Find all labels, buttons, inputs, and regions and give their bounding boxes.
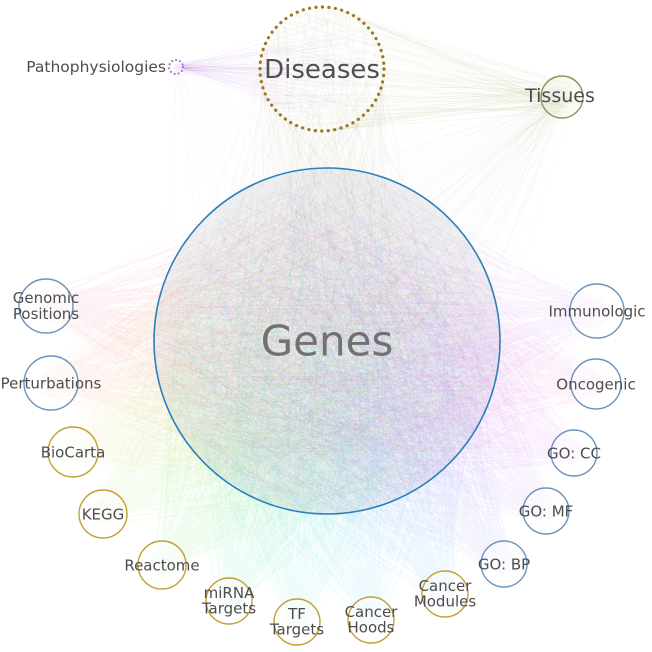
edge-bundle-cancer-hoods-genes xyxy=(161,174,483,633)
node-reactome[interactable] xyxy=(137,540,187,590)
node-diseases[interactable] xyxy=(258,5,386,133)
node-label-genes: Genes xyxy=(261,317,394,366)
edge-bundle-go-mf-genes xyxy=(157,172,559,524)
edge-bundle-diseases-tissues xyxy=(259,6,579,132)
node-label-diseases: Diseases xyxy=(264,55,380,85)
edge-bundle-go-bp-genes xyxy=(161,174,517,577)
edge-bundle-kegg-genes xyxy=(90,172,486,527)
node-label-immunologic: Immunologic xyxy=(548,302,645,320)
edge-bundle-mirna-targets-genes xyxy=(169,179,491,614)
node-label-reactome: Reactome xyxy=(124,556,199,574)
node-kegg[interactable] xyxy=(78,489,128,539)
node-label-perturbations: Perturbations xyxy=(1,374,102,392)
node-mirna-targets[interactable] xyxy=(205,577,253,625)
edge-bundle-immunologic-genes xyxy=(164,171,612,503)
edge-bundle-pathophysiologies-diseases xyxy=(172,19,371,119)
node-genes[interactable] xyxy=(153,167,501,515)
node-cancer-hoods[interactable] xyxy=(347,596,395,644)
edge-bundle-diseases-genes xyxy=(161,6,495,511)
edge-bundle-tf-targets-genes xyxy=(163,175,495,634)
node-go-mf[interactable] xyxy=(522,487,570,535)
edge-bundle-pathophysiologies-genes xyxy=(159,63,468,466)
node-label-go-mf: GO: MF xyxy=(519,502,574,520)
edge-bundle-genomic-positions-genes xyxy=(32,180,488,507)
node-immunologic[interactable] xyxy=(569,283,625,339)
edge-bundle-oncogenic-genes xyxy=(169,179,610,507)
edge-bundle-reactome-genes xyxy=(148,173,493,579)
edge-bundle-tissues-genes xyxy=(160,85,573,507)
node-label-biocarta: BioCarta xyxy=(41,443,106,461)
node-label-kegg: KEGG xyxy=(82,505,125,523)
node-label-tissues: Tissues xyxy=(524,85,595,107)
node-pathophysiologies[interactable] xyxy=(168,59,184,75)
node-label-pathophysiologies: Pathophysiologies xyxy=(26,58,166,76)
node-biocarta[interactable] xyxy=(47,426,99,478)
node-label-go-bp: GO: BP xyxy=(478,555,530,573)
edge-bundle-go-cc-genes xyxy=(164,195,586,505)
node-genomic-positions[interactable] xyxy=(18,278,74,334)
node-go-bp[interactable] xyxy=(480,540,528,588)
edge-bundle-biocarta-genes xyxy=(59,182,492,510)
node-cancer-modules[interactable] xyxy=(421,570,469,618)
genes-circle-fill xyxy=(154,168,500,514)
node-label-go-cc: GO: CC xyxy=(547,444,601,462)
node-tissues[interactable] xyxy=(540,75,584,119)
node-perturbations[interactable] xyxy=(23,355,79,411)
node-label-oncogenic: Oncogenic xyxy=(556,375,635,393)
node-tf-targets[interactable] xyxy=(273,598,321,646)
node-oncogenic[interactable] xyxy=(570,358,622,410)
node-go-cc[interactable] xyxy=(550,429,598,477)
